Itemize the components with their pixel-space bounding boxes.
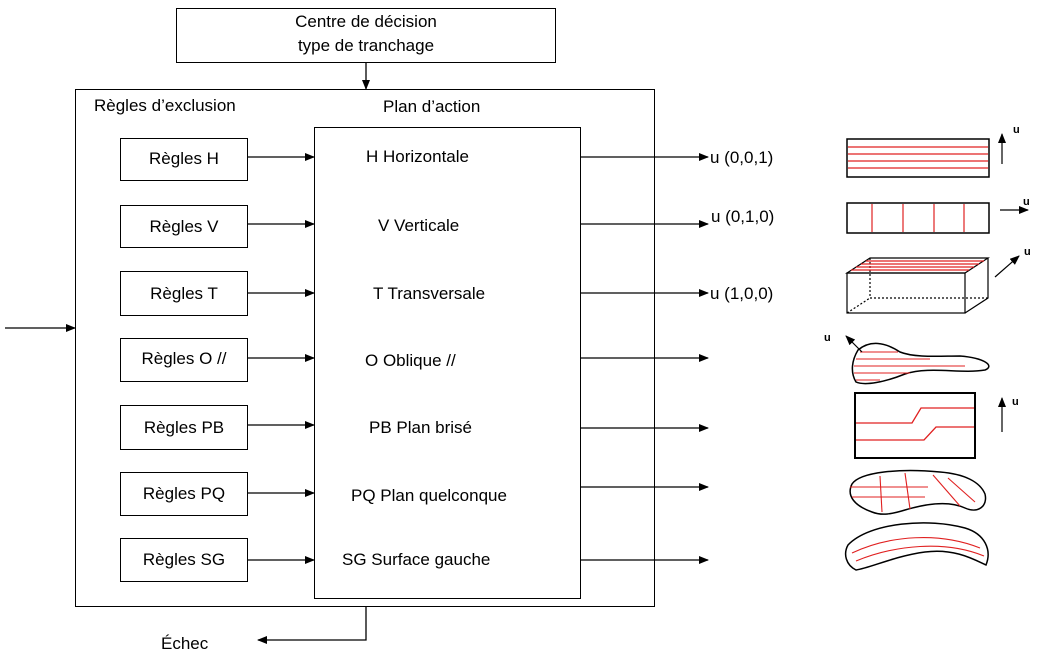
action-label-h: H Horizontale — [366, 147, 469, 166]
rule-label: Règles PB — [143, 418, 225, 437]
output-vector-v: u (0,1,0) — [711, 207, 775, 226]
exclusion-rules-container — [75, 89, 655, 607]
exclusion-rules-title: Règles d’exclusion — [94, 96, 236, 115]
action-label-sg: SG Surface gauche — [342, 550, 491, 569]
action-label-o: O Oblique // — [365, 351, 456, 370]
rule-label: Règles PQ — [142, 484, 226, 503]
vector-label-o: u — [824, 332, 831, 344]
oblique-slicing-icon — [845, 335, 990, 385]
vector-label-v: u — [1023, 196, 1030, 208]
action-label-t: T Transversale — [373, 284, 486, 303]
vector-label-pb: u — [1012, 396, 1019, 408]
vector-label-t: u — [1024, 246, 1031, 258]
action-plan-box — [314, 127, 581, 599]
rule-label: Règles SG — [142, 550, 226, 569]
rule-label: Règles O // — [141, 349, 227, 368]
warped-surface-slicing-icon — [844, 522, 989, 571]
failure-label: Échec — [161, 634, 209, 653]
arbitrary-plane-slicing-icon — [849, 469, 987, 515]
output-vector-h: u (0,0,1) — [710, 148, 774, 167]
rule-label: Règles H — [149, 149, 219, 168]
action-label-pq: PQ Plan quelconque — [351, 486, 507, 505]
decision-center-line1: Centre de décision — [295, 12, 437, 31]
output-vector-t: u (1,0,0) — [710, 284, 774, 303]
rule-box-h: Règles H — [120, 138, 248, 181]
rule-box-pb: Règles PB — [120, 405, 248, 450]
vertical-slicing-icon — [846, 202, 1029, 234]
rule-box-t: Règles T — [120, 271, 248, 316]
rule-box-o: Règles O // — [120, 338, 248, 382]
rule-label: Règles V — [149, 217, 219, 236]
failure-arrow — [257, 607, 367, 644]
action-plan-title: Plan d’action — [383, 97, 481, 116]
decision-center-line2: type de tranchage — [297, 36, 435, 55]
action-label-pb: PB Plan brisé — [369, 418, 472, 437]
action-label-v: V Verticale — [378, 216, 460, 235]
vector-label-h: u — [1013, 124, 1020, 136]
rule-box-v: Règles V — [120, 205, 248, 248]
decision-center-box: Centre de décision type de tranchage — [176, 8, 556, 63]
rule-label: Règles T — [150, 284, 218, 303]
rule-box-pq: Règles PQ — [120, 472, 248, 516]
rule-box-sg: Règles SG — [120, 538, 248, 582]
transversal-slicing-icon — [844, 255, 1020, 314]
horizontal-slicing-icon — [846, 133, 1006, 178]
broken-plane-slicing-icon — [854, 392, 1006, 459]
